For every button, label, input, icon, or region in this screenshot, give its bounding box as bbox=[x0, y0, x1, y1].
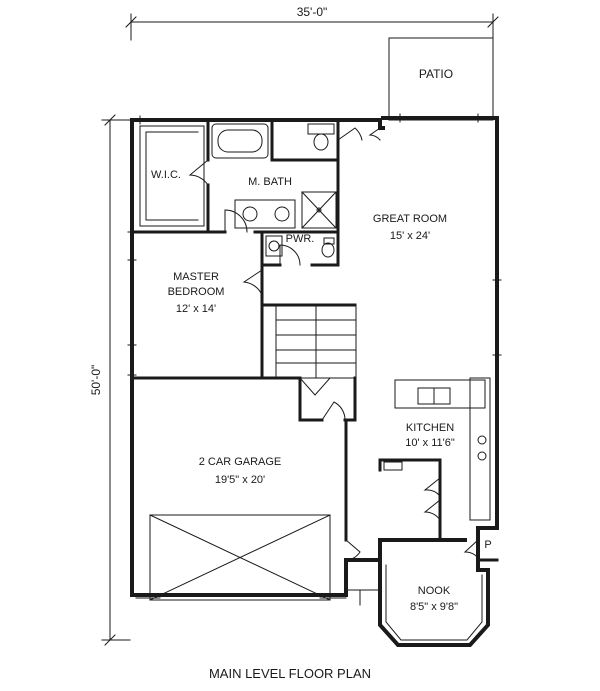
width-dimension-label: 35'-0" bbox=[297, 5, 328, 19]
kitchen-counters bbox=[383, 377, 491, 521]
depth-dimension-line bbox=[101, 114, 131, 646]
nook-size: 8'5" x 9'8" bbox=[410, 601, 458, 613]
entry-porch bbox=[345, 559, 381, 606]
exterior-walls bbox=[130, 116, 499, 597]
nook-bay-inner bbox=[385, 564, 483, 641]
plan-title: MAIN LEVEL FLOOR PLAN bbox=[209, 666, 371, 681]
wic-label: W.I.C. bbox=[151, 169, 181, 181]
great-room-size: 15' x 24' bbox=[390, 230, 430, 242]
depth-dimension-label: 50'-0" bbox=[89, 365, 103, 396]
door-swings bbox=[188, 127, 479, 561]
closet-shelving bbox=[139, 125, 205, 227]
garage-label: 2 CAR GARAGE bbox=[199, 456, 282, 468]
garage-size: 19'5" x 20' bbox=[215, 474, 265, 486]
master-bedroom-size: 12' x 14' bbox=[176, 303, 216, 315]
master-bedroom-label-1: MASTER bbox=[173, 271, 219, 283]
powder-fixtures bbox=[265, 235, 335, 258]
patio-label: PATIO bbox=[419, 67, 453, 81]
powder-label: PWR. bbox=[286, 233, 315, 245]
kitchen-label: KITCHEN bbox=[406, 422, 454, 434]
master-bedroom-label-2: BEDROOM bbox=[168, 286, 225, 298]
garage-door bbox=[135, 514, 347, 601]
nook-bay bbox=[378, 558, 490, 647]
nook-label: NOOK bbox=[418, 585, 451, 597]
kitchen-size: 10' x 11'6" bbox=[405, 437, 455, 449]
interior-walls bbox=[130, 118, 499, 562]
width-dimension-line bbox=[125, 13, 499, 41]
pantry-label: P bbox=[484, 539, 491, 551]
staircase bbox=[275, 304, 357, 396]
window-marks bbox=[127, 113, 502, 376]
bath-fixtures bbox=[211, 123, 337, 229]
master-bath-label: M. BATH bbox=[248, 176, 292, 188]
great-room-label: GREAT ROOM bbox=[373, 213, 447, 225]
